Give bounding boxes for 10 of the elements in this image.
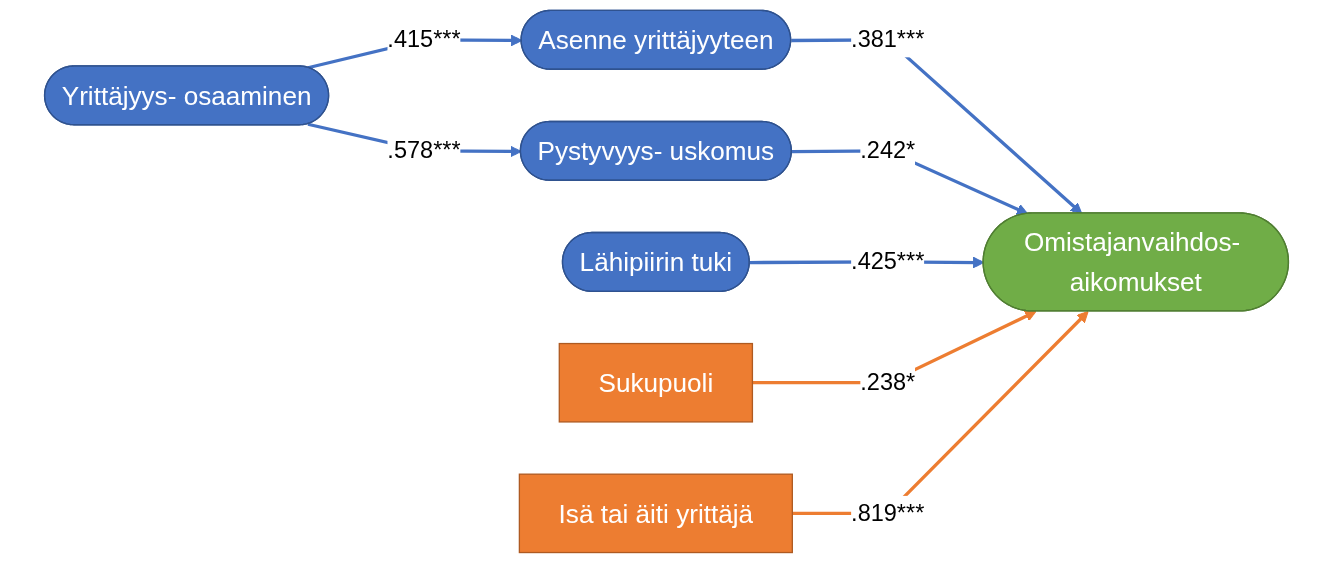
edge-label: .381*** (851, 26, 925, 53)
edge-label: .819*** (851, 499, 925, 526)
edge-label: .578*** (387, 137, 461, 164)
edge-label: .238* (860, 369, 916, 396)
node-box: Isä tai äiti yrittäjä (518, 473, 793, 554)
edge-label: .242* (860, 137, 916, 164)
node-box: Sukupuoli (558, 342, 754, 423)
arrow (792, 311, 1089, 515)
edge-label: .425*** (851, 248, 925, 275)
edge-label: .415*** (387, 26, 461, 53)
